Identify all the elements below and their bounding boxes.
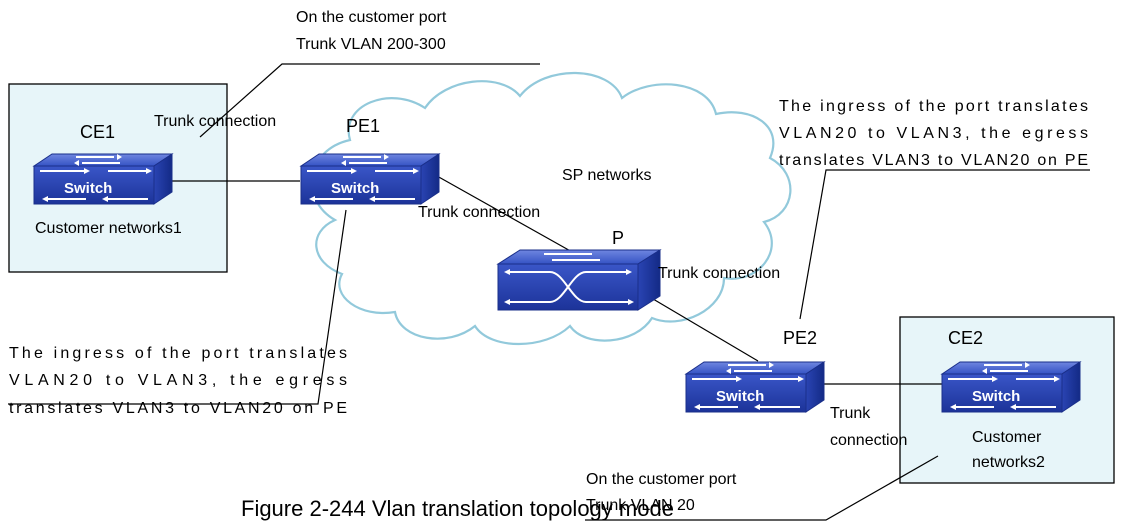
switch-label: Switch [716, 388, 764, 405]
link-p-pe2 [647, 295, 759, 362]
left-note-line1: The ingress of the port translates [9, 345, 347, 362]
bottom-note-line1: On the customer port [586, 471, 737, 488]
ce2-label: CE2 [948, 328, 983, 348]
right-note-line3: translates VLAN3 to VLAN20 on PE [779, 152, 1088, 169]
ce1-label: CE1 [80, 122, 115, 142]
trunk-label-pe1-p: Trunk connection [418, 204, 540, 221]
switch-label: Switch [64, 180, 112, 197]
right-note-line2: VLAN20 to VLAN3, the egress [779, 125, 1088, 142]
top-note-line2: Trunk VLAN 200-300 [296, 36, 446, 53]
switch-label: Switch [972, 388, 1020, 405]
leader-bottom-note [585, 455, 939, 521]
switch-p [496, 249, 662, 311]
leader-top-note [199, 63, 540, 138]
switch-pe2: Switch [685, 361, 825, 413]
trunk-label-pe2-ce2-1: Trunk [830, 405, 871, 422]
switch-ce2: Switch [941, 361, 1081, 413]
trunk-label-p-pe2: Trunk connection [658, 265, 780, 282]
top-note-line1: On the customer port [296, 9, 447, 26]
right-note-line1: The ingress of the port translates [779, 98, 1088, 115]
leader-right-note [799, 169, 1090, 320]
left-note-line2: VLAN20 to VLAN3, the egress [9, 372, 347, 389]
ce2-network-label-2: networks2 [972, 454, 1045, 471]
p-label: P [612, 228, 624, 248]
trunk-label-pe2-ce2-2: connection [830, 432, 907, 449]
left-note-line3: translates VLAN3 to VLAN20 on PE [9, 400, 347, 417]
leader-left-note [8, 209, 347, 405]
sp-cloud [310, 71, 792, 345]
pe2-label: PE2 [783, 328, 817, 348]
ce2-network-label-1: Customer [972, 429, 1042, 446]
switch-ce1: Switch [33, 153, 173, 205]
ce1-network-label: Customer networks1 [35, 220, 182, 237]
figure-caption: Figure 2-244 Vlan translation topology m… [241, 496, 674, 521]
link-pe1-p [436, 175, 575, 254]
bottom-note-line2: Trunk VLAN 20 [586, 497, 695, 514]
trunk-label-ce1-pe1: Trunk connection [154, 113, 276, 130]
switch-label: Switch [331, 180, 379, 197]
cloud-label: SP networks [562, 167, 652, 184]
switch-pe1: Switch [300, 153, 440, 205]
pe1-label: PE1 [346, 116, 380, 136]
